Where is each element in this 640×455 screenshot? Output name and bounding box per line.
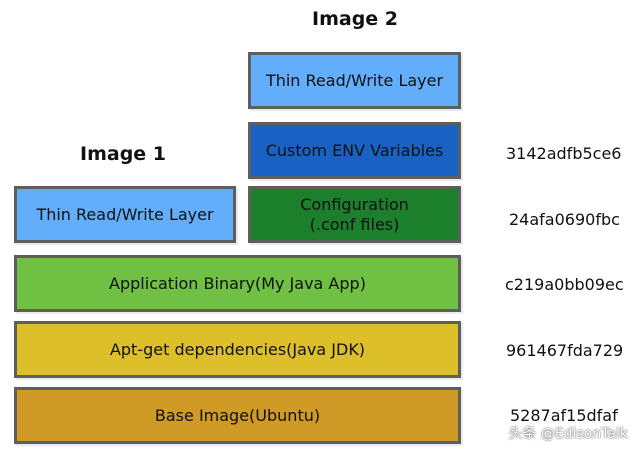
image-2-title: Image 2: [312, 8, 399, 30]
application-binary-layer: Application Binary(My Java App): [14, 255, 461, 312]
base-image-hash: 5287af15dfaf: [510, 406, 618, 425]
layer-label: Thin Read/Write Layer: [36, 204, 214, 224]
apt-get-dependencies-hash: 961467fda729: [506, 341, 624, 360]
layer-label-line-2: (.conf files): [309, 214, 400, 234]
custom-env-hash: 3142adfb5ce6: [506, 144, 622, 163]
custom-env-variables-layer: Custom ENV Variables: [248, 122, 461, 179]
layer-label: Base Image(Ubuntu): [154, 405, 321, 425]
layer-label: Apt-get dependencies(Java JDK): [109, 339, 366, 359]
application-binary-hash: c219a0bb09ec: [505, 275, 624, 294]
configuration-layer: Configuration (.conf files): [248, 186, 461, 243]
image-1-title: Image 1: [80, 143, 167, 165]
watermark: 头条 @EdisonTalk: [508, 426, 628, 442]
layer-label: Custom ENV Variables: [265, 140, 444, 160]
image-1-read-write-layer: Thin Read/Write Layer: [14, 186, 236, 243]
configuration-hash: 24afa0690fbc: [509, 210, 620, 229]
image-2-read-write-layer: Thin Read/Write Layer: [248, 52, 461, 109]
apt-get-dependencies-layer: Apt-get dependencies(Java JDK): [14, 321, 461, 378]
layer-label: Application Binary(My Java App): [109, 273, 366, 293]
layer-label: Thin Read/Write Layer: [265, 70, 444, 90]
layer-label-line-1: Configuration: [300, 194, 409, 214]
base-image-layer: Base Image(Ubuntu): [14, 387, 461, 444]
